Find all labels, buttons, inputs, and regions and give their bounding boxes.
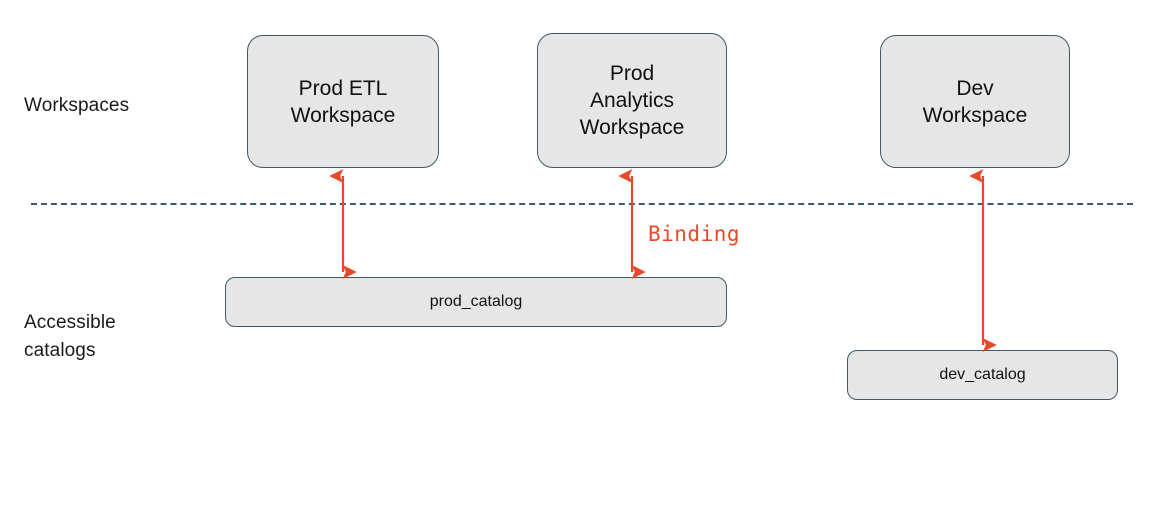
row-label-accessible-catalogs: Accessible catalogs [24,312,116,361]
workspace-node-prod-etl[interactable]: Prod ETL Workspace [247,35,439,168]
tier-divider-dashed-line [31,203,1133,205]
binding-annotation-label: Binding [648,222,741,246]
catalog-node-dev-catalog[interactable]: dev_catalog [847,350,1118,400]
workspace-node-dev[interactable]: Dev Workspace [880,35,1070,168]
catalog-node-prod-catalog[interactable]: prod_catalog [225,277,727,327]
workspace-node-prod-analytics[interactable]: Prod Analytics Workspace [537,33,727,168]
row-label-workspaces: Workspaces [24,95,130,116]
